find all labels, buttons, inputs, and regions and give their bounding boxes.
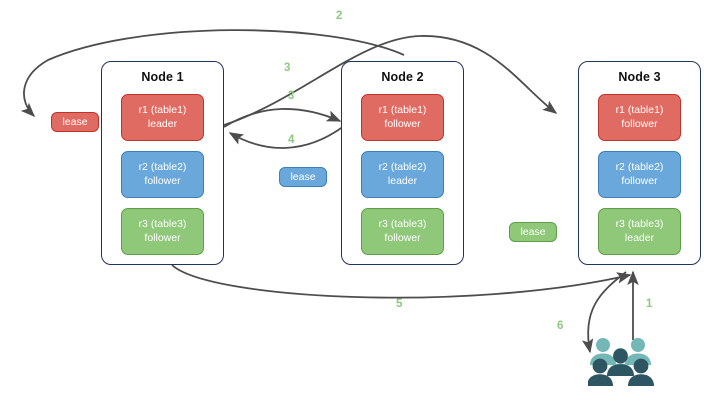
lease-badge-r1[interactable]: lease — [51, 112, 99, 132]
node-3-container[interactable]: Node 3 r1 (table1) follower r2 (table2) … — [578, 61, 701, 265]
arrow-step-2 — [20, 29, 405, 118]
users-icon — [588, 338, 654, 386]
node-3-replica-r1[interactable]: r1 (table1) follower — [598, 94, 681, 141]
node-2-title: Node 2 — [381, 70, 424, 84]
step-label-6: 6 — [557, 320, 564, 332]
replica-role: follower — [144, 174, 181, 187]
replica-range: r3 (table3) — [378, 218, 427, 230]
node-2-replica-r1[interactable]: r1 (table1) follower — [361, 94, 444, 141]
replica-role: follower — [384, 117, 421, 130]
node-1-replica-r3[interactable]: r3 (table3) follower — [121, 208, 204, 255]
arrow-step-3-upper — [223, 35, 558, 126]
replica-role: leader — [624, 231, 655, 244]
replica-range: r1 (table1) — [378, 104, 427, 116]
replica-range: r3 (table3) — [138, 218, 187, 230]
arrow-step-5 — [171, 264, 632, 299]
step-label-5: 5 — [396, 298, 403, 310]
replica-role: leader — [387, 174, 418, 187]
step-label-3a: 3 — [284, 62, 291, 74]
replica-range: r2 (table2) — [378, 161, 427, 173]
node-3-replica-r3[interactable]: r3 (table3) leader — [598, 208, 681, 255]
lease-badge-r3[interactable]: lease — [509, 222, 557, 242]
node-1-title: Node 1 — [141, 70, 184, 84]
arrow-step-4 — [228, 125, 345, 149]
node-2-container[interactable]: Node 2 r1 (table1) follower r2 (table2) … — [341, 61, 464, 265]
node-2-replica-r3[interactable]: r3 (table3) follower — [361, 208, 444, 255]
step-label-4: 4 — [288, 134, 295, 146]
replica-role: leader — [147, 117, 178, 130]
node-1-replica-r1[interactable]: r1 (table1) leader — [121, 94, 204, 141]
node-1-replica-r2[interactable]: r2 (table2) follower — [121, 151, 204, 198]
replica-range: r2 (table2) — [138, 161, 187, 173]
replica-role: follower — [384, 231, 421, 244]
node-2-replica-r2[interactable]: r2 (table2) leader — [361, 151, 444, 198]
replica-range: r1 (table1) — [615, 104, 664, 116]
replica-role: follower — [621, 174, 658, 187]
node-3-replica-r2[interactable]: r2 (table2) follower — [598, 151, 681, 198]
arrow-step-6 — [581, 271, 627, 354]
arrow-step-3-lower — [223, 108, 342, 128]
node-1-container[interactable]: Node 1 r1 (table1) leader r2 (table2) fo… — [101, 61, 224, 265]
replica-role: follower — [144, 231, 181, 244]
replica-range: r1 (table1) — [138, 104, 187, 116]
replica-range: r3 (table3) — [615, 218, 664, 230]
step-label-1: 1 — [646, 298, 653, 310]
lease-badge-r2[interactable]: lease — [279, 167, 327, 187]
replica-range: r2 (table2) — [615, 161, 664, 173]
replica-role: follower — [621, 117, 658, 130]
step-label-3b: 3 — [288, 90, 295, 102]
node-3-title: Node 3 — [618, 70, 661, 84]
step-label-2: 2 — [336, 10, 343, 22]
